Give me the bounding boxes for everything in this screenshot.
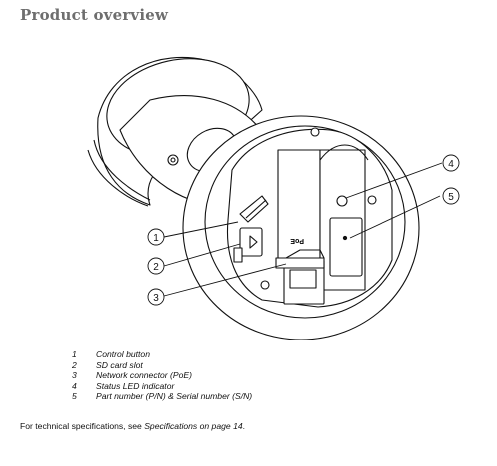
spec-link[interactable]: Specifications on page 14	[144, 421, 243, 431]
legend-item: 4 Status LED indicator	[72, 381, 252, 392]
legend-number: 4	[72, 380, 77, 391]
legend-item: 5 Part number (P/N) & Serial number (S/N…	[72, 391, 252, 402]
legend-text: Network connector (PoE)	[96, 370, 192, 380]
legend-text: Control button	[96, 349, 150, 359]
legend-text: Status LED indicator	[96, 380, 175, 391]
note-prefix: For technical specifications, see	[20, 421, 145, 431]
callout-3	[147, 288, 165, 306]
callout-label-2: 2	[153, 262, 159, 273]
callout-2	[147, 257, 165, 275]
legend-text: SD card slot	[96, 359, 143, 370]
callout-1	[147, 228, 165, 246]
page-heading: Product overview	[20, 6, 169, 24]
camera-illustration: PoE 1 2 3 4 5	[87, 56, 460, 340]
compartment	[277, 149, 321, 261]
port-label: PoE	[290, 237, 304, 244]
spec-note: For technical specifications, see Specif…	[20, 421, 245, 431]
callout-label-1: 1	[153, 233, 159, 244]
legend-item: 2 SD card slot	[72, 360, 252, 371]
callout-label-3: 3	[153, 293, 159, 304]
legend-text: Part number (P/N) & Serial number (S/N)	[96, 391, 253, 401]
status-led	[336, 195, 348, 207]
legend-number: 3	[72, 370, 77, 380]
sd-card-slot	[239, 227, 263, 257]
legend-number: 5	[72, 391, 77, 401]
callout-label-5: 5	[448, 192, 454, 203]
callout-label-4: 4	[448, 159, 454, 170]
legend-number: 2	[72, 359, 77, 370]
callout-5	[442, 187, 460, 205]
parts-legend: 1 Control button 2 SD card slot 3 Networ…	[72, 349, 252, 402]
legend-item: 1 Control button	[72, 349, 252, 360]
note-suffix: .	[242, 421, 246, 431]
callout-4	[442, 154, 460, 172]
legend-number: 1	[72, 349, 77, 359]
legend-item: 3 Network connector (PoE)	[72, 370, 252, 381]
label-area	[329, 217, 363, 277]
